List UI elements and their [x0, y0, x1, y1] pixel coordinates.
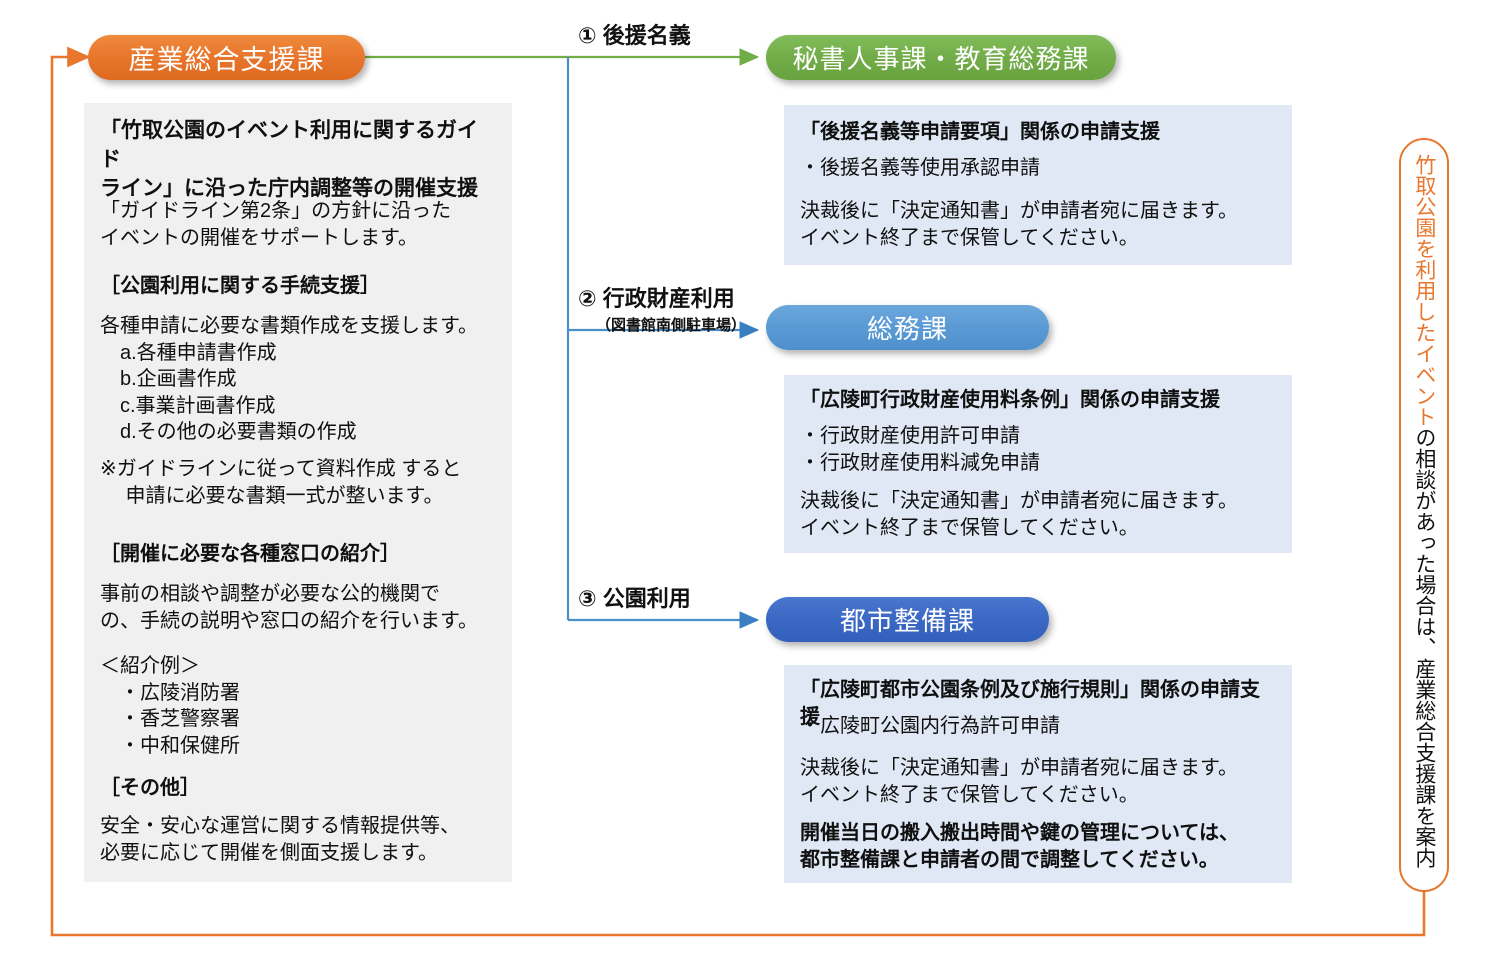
department-pill-2[interactable]: 総務課 — [766, 305, 1049, 350]
flow-panel-1-note: 決裁後に「決定通知書」が申請者宛に届きます。 イベント終了まで保管してください。 — [800, 200, 1238, 249]
source-panel-section2-examples: ＜紹介例＞ ・広陵消防署 ・香芝警察署 ・中和保健所 — [100, 655, 240, 757]
flow-panel-2-bullets: ・行政財産使用許可申請 ・行政財産使用料減免申請 — [800, 425, 1040, 474]
side-note-rest: の相談があった場合は、産業総合支援課を案内 — [1412, 427, 1436, 868]
flow-label-2-main: ② 行政財産利用 — [578, 286, 735, 311]
flow-label-1-main: ① 後援名義 — [578, 23, 691, 48]
flow-panel-2: 「広陵町行政財産使用料条例」関係の申請支援 ・行政財産使用許可申請 ・行政財産使… — [784, 375, 1292, 553]
flow-label-3-main: ③ 公園利用 — [578, 586, 691, 611]
flow-panel-1: 「後援名義等申請要項」関係の申請支援 ・後援名義等使用承認申請 決裁後に「決定通… — [784, 105, 1292, 265]
flow-panel-2-heading: 「広陵町行政財産使用料条例」関係の申請支援 — [800, 389, 1220, 411]
source-panel-section2-body: 事前の相談や調整が必要な公的機関で の、手続の説明や窓口の紹介を行います。 — [100, 583, 478, 632]
source-panel-section1-body: 各種申請に必要な書類作成を支援します。 a.各種申請書作成 b.企画書作成 c.… — [100, 315, 478, 444]
side-note-text: 竹取公園を利用したイベントの相談があった場合は、産業総合支援課を案内 — [1412, 154, 1436, 868]
side-note-highlight: 竹取公園を利用したイベント — [1412, 154, 1436, 427]
flow-label-2: ② 行政財産利用 （図書館南側駐車場） — [578, 281, 746, 335]
source-panel-intro: 「ガイドライン第2条」の方針に沿った イベントの開催をサポートします。 — [100, 200, 452, 249]
source-panel-section1-note: ※ガイドラインに従って資料作成 すると 申請に必要な書類一式が整います。 — [100, 458, 462, 507]
flow-panel-3-warning: 開催当日の搬入搬出時間や鍵の管理については、 都市整備課と申請者の間で調整してく… — [800, 822, 1239, 871]
source-panel-section3-title: ［その他］ — [100, 777, 200, 799]
source-panel-heading: 「竹取公園のイベント利用に関するガイド ライン」に沿った庁内調整等の開催支援 — [100, 119, 478, 200]
flow-panel-3-heading: 「広陵町都市公園条例及び施行規則」関係の申請支援 — [800, 679, 1260, 728]
source-panel-section1-title: ［公園利用に関する手続支援］ — [100, 275, 380, 297]
source-panel-section3-body: 安全・安心な運営に関する情報提供等、 必要に応じて開催を側面支援します。 — [100, 815, 460, 864]
flow-label-1: ① 後援名義 — [578, 18, 691, 50]
flow-panel-1-heading: 「後援名義等申請要項」関係の申請支援 — [800, 121, 1160, 143]
flow-panel-1-bullets: ・後援名義等使用承認申請 — [800, 157, 1040, 179]
department-pill-1[interactable]: 秘書人事課・教育総務課 — [766, 35, 1116, 80]
flow-label-2-sub: （図書館南側駐車場） — [596, 317, 747, 334]
side-note-capsule: 竹取公園を利用したイベントの相談があった場合は、産業総合支援課を案内 — [1399, 138, 1449, 892]
flow-panel-2-note: 決裁後に「決定通知書」が申請者宛に届きます。 イベント終了まで保管してください。 — [800, 490, 1238, 539]
source-panel-section2-title: ［開催に必要な各種窓口の紹介］ — [100, 543, 400, 565]
department-pill-3[interactable]: 都市整備課 — [766, 597, 1049, 642]
flow-panel-3: 「広陵町都市公園条例及び施行規則」関係の申請支援 ・広陵町公園内行為許可申請 決… — [784, 665, 1292, 883]
flow-panel-3-bullets: ・広陵町公園内行為許可申請 — [800, 715, 1060, 737]
flow-panel-3-note: 決裁後に「決定通知書」が申請者宛に届きます。 イベント終了まで保管してください。 — [800, 757, 1238, 806]
department-pill-source[interactable]: 産業総合支援課 — [88, 35, 365, 80]
flow-label-3: ③ 公園利用 — [578, 581, 691, 613]
source-support-panel: 「竹取公園のイベント利用に関するガイド ライン」に沿った庁内調整等の開催支援 「… — [84, 103, 512, 882]
